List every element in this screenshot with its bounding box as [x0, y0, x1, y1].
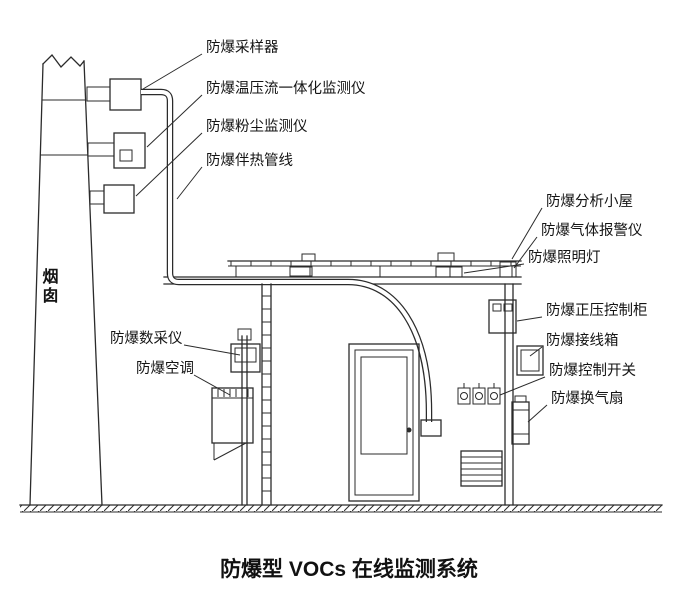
label-junction-box: 防爆接线箱	[546, 332, 619, 349]
label-exhaust-fan: 防爆换气扇	[551, 390, 624, 407]
dust-flange	[89, 190, 105, 205]
label-data-acquisition-unit: 防爆数采仪	[110, 330, 183, 347]
tpf-monitor-device	[113, 132, 146, 169]
chimney-label: 烟囱	[40, 267, 59, 306]
roof-vent-cap	[301, 253, 316, 262]
pipe-terminal-box	[420, 419, 442, 437]
callout-labels: 防爆采样器 防爆温压流一体化监测仪 防爆粉尘监测仪 防爆伴热管线 防爆分析小屋 …	[110, 39, 648, 407]
data-acquisition-pole	[230, 328, 261, 506]
pole-cap	[237, 328, 252, 341]
label-heated-sampling-line: 防爆伴热管线	[206, 152, 293, 169]
shelter-roof	[163, 252, 522, 285]
chimney: 烟囱	[29, 54, 103, 506]
label-dust-monitor: 防爆粉尘监测仪	[206, 118, 308, 135]
label-sampler: 防爆采样器	[206, 39, 279, 56]
ventilation-louver	[460, 450, 503, 487]
callout-leader-lines	[135, 53, 548, 423]
positive-pressure-cabinet	[488, 299, 517, 334]
label-gas-alarm: 防爆气体报警仪	[541, 222, 643, 239]
sampler-flange	[86, 86, 111, 102]
data-logger-box	[230, 343, 261, 373]
control-switches	[457, 383, 501, 405]
air-conditioner-unit	[211, 387, 254, 461]
shelter-door	[348, 343, 420, 502]
shelter-equipment	[457, 299, 544, 487]
roof-vent-cap	[437, 252, 455, 262]
label-positive-pressure-cabinet: 防爆正压控制柜	[546, 302, 648, 319]
light-fixture	[289, 266, 313, 277]
explosion-proof-light-fixture	[435, 266, 463, 278]
label-air-conditioner: 防爆空调	[136, 360, 194, 377]
sampler-device	[109, 78, 142, 111]
stack-devices	[86, 78, 146, 214]
diagram-title: 防爆型 VOCs 在线监测系统	[220, 557, 478, 581]
door-handle	[406, 427, 412, 433]
label-temp-pressure-flow-monitor: 防爆温压流一体化监测仪	[206, 80, 366, 97]
tpf-monitor-display	[119, 149, 133, 162]
heated-sampling-pipe	[141, 88, 442, 437]
label-explosion-proof-light: 防爆照明灯	[528, 249, 601, 266]
label-control-switch: 防爆控制开关	[549, 362, 636, 379]
dust-monitor-device	[103, 184, 135, 214]
shelter-left-column	[262, 290, 271, 500]
door-window	[360, 356, 408, 455]
analysis-shelter	[261, 283, 514, 506]
junction-box	[516, 345, 544, 376]
data-logger-display	[234, 347, 257, 363]
tpf-flange	[87, 142, 115, 157]
label-analysis-shelter: 防爆分析小屋	[546, 193, 633, 210]
exhaust-fan-unit	[511, 395, 530, 445]
ground-line	[19, 504, 663, 513]
